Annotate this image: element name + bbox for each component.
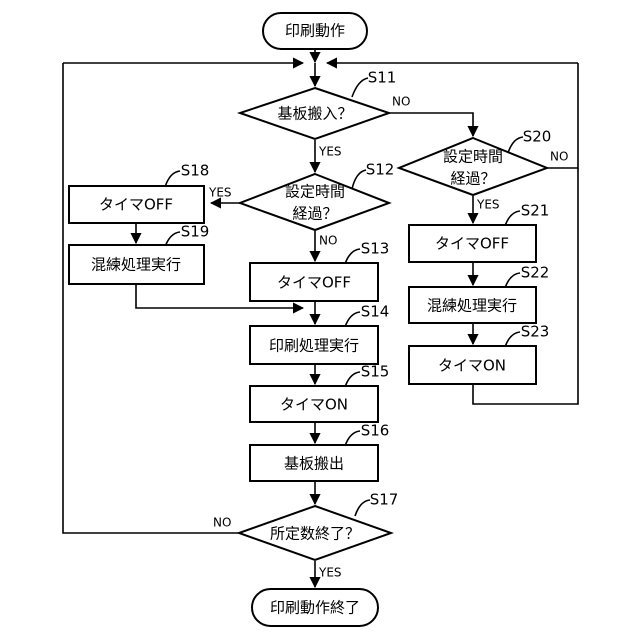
process-s22-label: 混練処理実行 (427, 297, 517, 315)
decision-s20-label-line1: 設定時間 (443, 148, 503, 166)
step-label-s19: S19 (181, 223, 210, 241)
branch-label-s12-yes: YES (208, 186, 232, 200)
decision-s17: 所定数終了？ (239, 506, 391, 560)
branch-label-s17-yes: YES (318, 566, 342, 580)
leader-s16 (345, 431, 360, 446)
leader-s23 (505, 332, 520, 347)
process-s15: タイマON (250, 386, 378, 422)
leader-s11 (352, 78, 368, 97)
decision-s17-label: 所定数終了？ (270, 525, 360, 543)
step-label-s15: S15 (361, 363, 390, 381)
leader-s14 (345, 312, 360, 327)
leader-s12 (352, 170, 366, 189)
process-s21-label: タイマOFF (435, 235, 509, 253)
decision-s12: 設定時間 経過？ (240, 174, 389, 230)
process-s16-label: 基板搬出 (284, 455, 344, 473)
process-s14-label: 印刷処理実行 (269, 337, 359, 355)
step-label-s14: S14 (361, 303, 390, 321)
branch-label-s20-no: NO (550, 150, 568, 164)
leader-s13 (345, 249, 360, 264)
leader-s15 (345, 372, 360, 387)
step-label-s12: S12 (366, 161, 395, 179)
step-label-s21: S21 (521, 202, 550, 220)
process-s23: タイマON (409, 346, 536, 384)
process-s19: 混練処理実行 (69, 245, 204, 284)
process-s22: 混練処理実行 (409, 287, 536, 323)
step-label-s16: S16 (361, 422, 390, 440)
decision-s20: 設定時間 経過？ (399, 138, 547, 195)
process-s14: 印刷処理実行 (250, 326, 378, 364)
process-s16: 基板搬出 (250, 445, 378, 481)
step-label-s23: S23 (521, 323, 550, 341)
decision-s11-label: 基板搬入？ (277, 105, 352, 123)
decision-s12-label-line2: 経過？ (292, 205, 337, 223)
terminal-start: 印刷動作 (263, 13, 367, 49)
branch-label-s20-yes: YES (476, 198, 500, 212)
branch-label-s17-no: NO (213, 516, 231, 530)
process-s18-label: タイマOFF (99, 196, 173, 214)
step-label-s17: S17 (370, 491, 399, 509)
process-s13: タイマOFF (250, 263, 378, 301)
leader-s18 (165, 171, 180, 187)
decision-s11: 基板搬入？ (240, 88, 389, 139)
step-label-s18: S18 (181, 162, 210, 180)
leader-s20 (508, 137, 523, 153)
step-label-s20: S20 (523, 128, 552, 146)
process-s13-label: タイマOFF (277, 274, 351, 292)
leader-s21 (505, 211, 520, 226)
terminal-end: 印刷動作終了 (252, 589, 378, 626)
step-label-s13: S13 (361, 240, 390, 258)
terminal-start-label: 印刷動作 (285, 22, 345, 40)
branch-label-s11-no: NO (392, 95, 410, 109)
branch-label-s11-yes: YES (318, 145, 342, 159)
leader-s17 (355, 500, 370, 516)
leader-s22 (505, 273, 520, 288)
process-s18: タイマOFF (69, 186, 204, 223)
decision-s12-label-line1: 設定時間 (285, 183, 345, 201)
branch-label-s12-no: NO (319, 234, 337, 248)
step-label-s11: S11 (368, 69, 397, 87)
process-s15-label: タイマON (280, 396, 348, 414)
step-label-s22: S22 (521, 264, 550, 282)
edge-s17-no (63, 63, 239, 533)
decision-s20-label-line2: 経過？ (450, 170, 495, 188)
process-s23-label: タイマON (438, 357, 506, 375)
edge-s11-no (389, 113, 473, 136)
process-s21: タイマOFF (409, 225, 536, 262)
terminal-end-label: 印刷動作終了 (270, 599, 360, 617)
process-s19-label: 混練処理実行 (91, 256, 181, 274)
